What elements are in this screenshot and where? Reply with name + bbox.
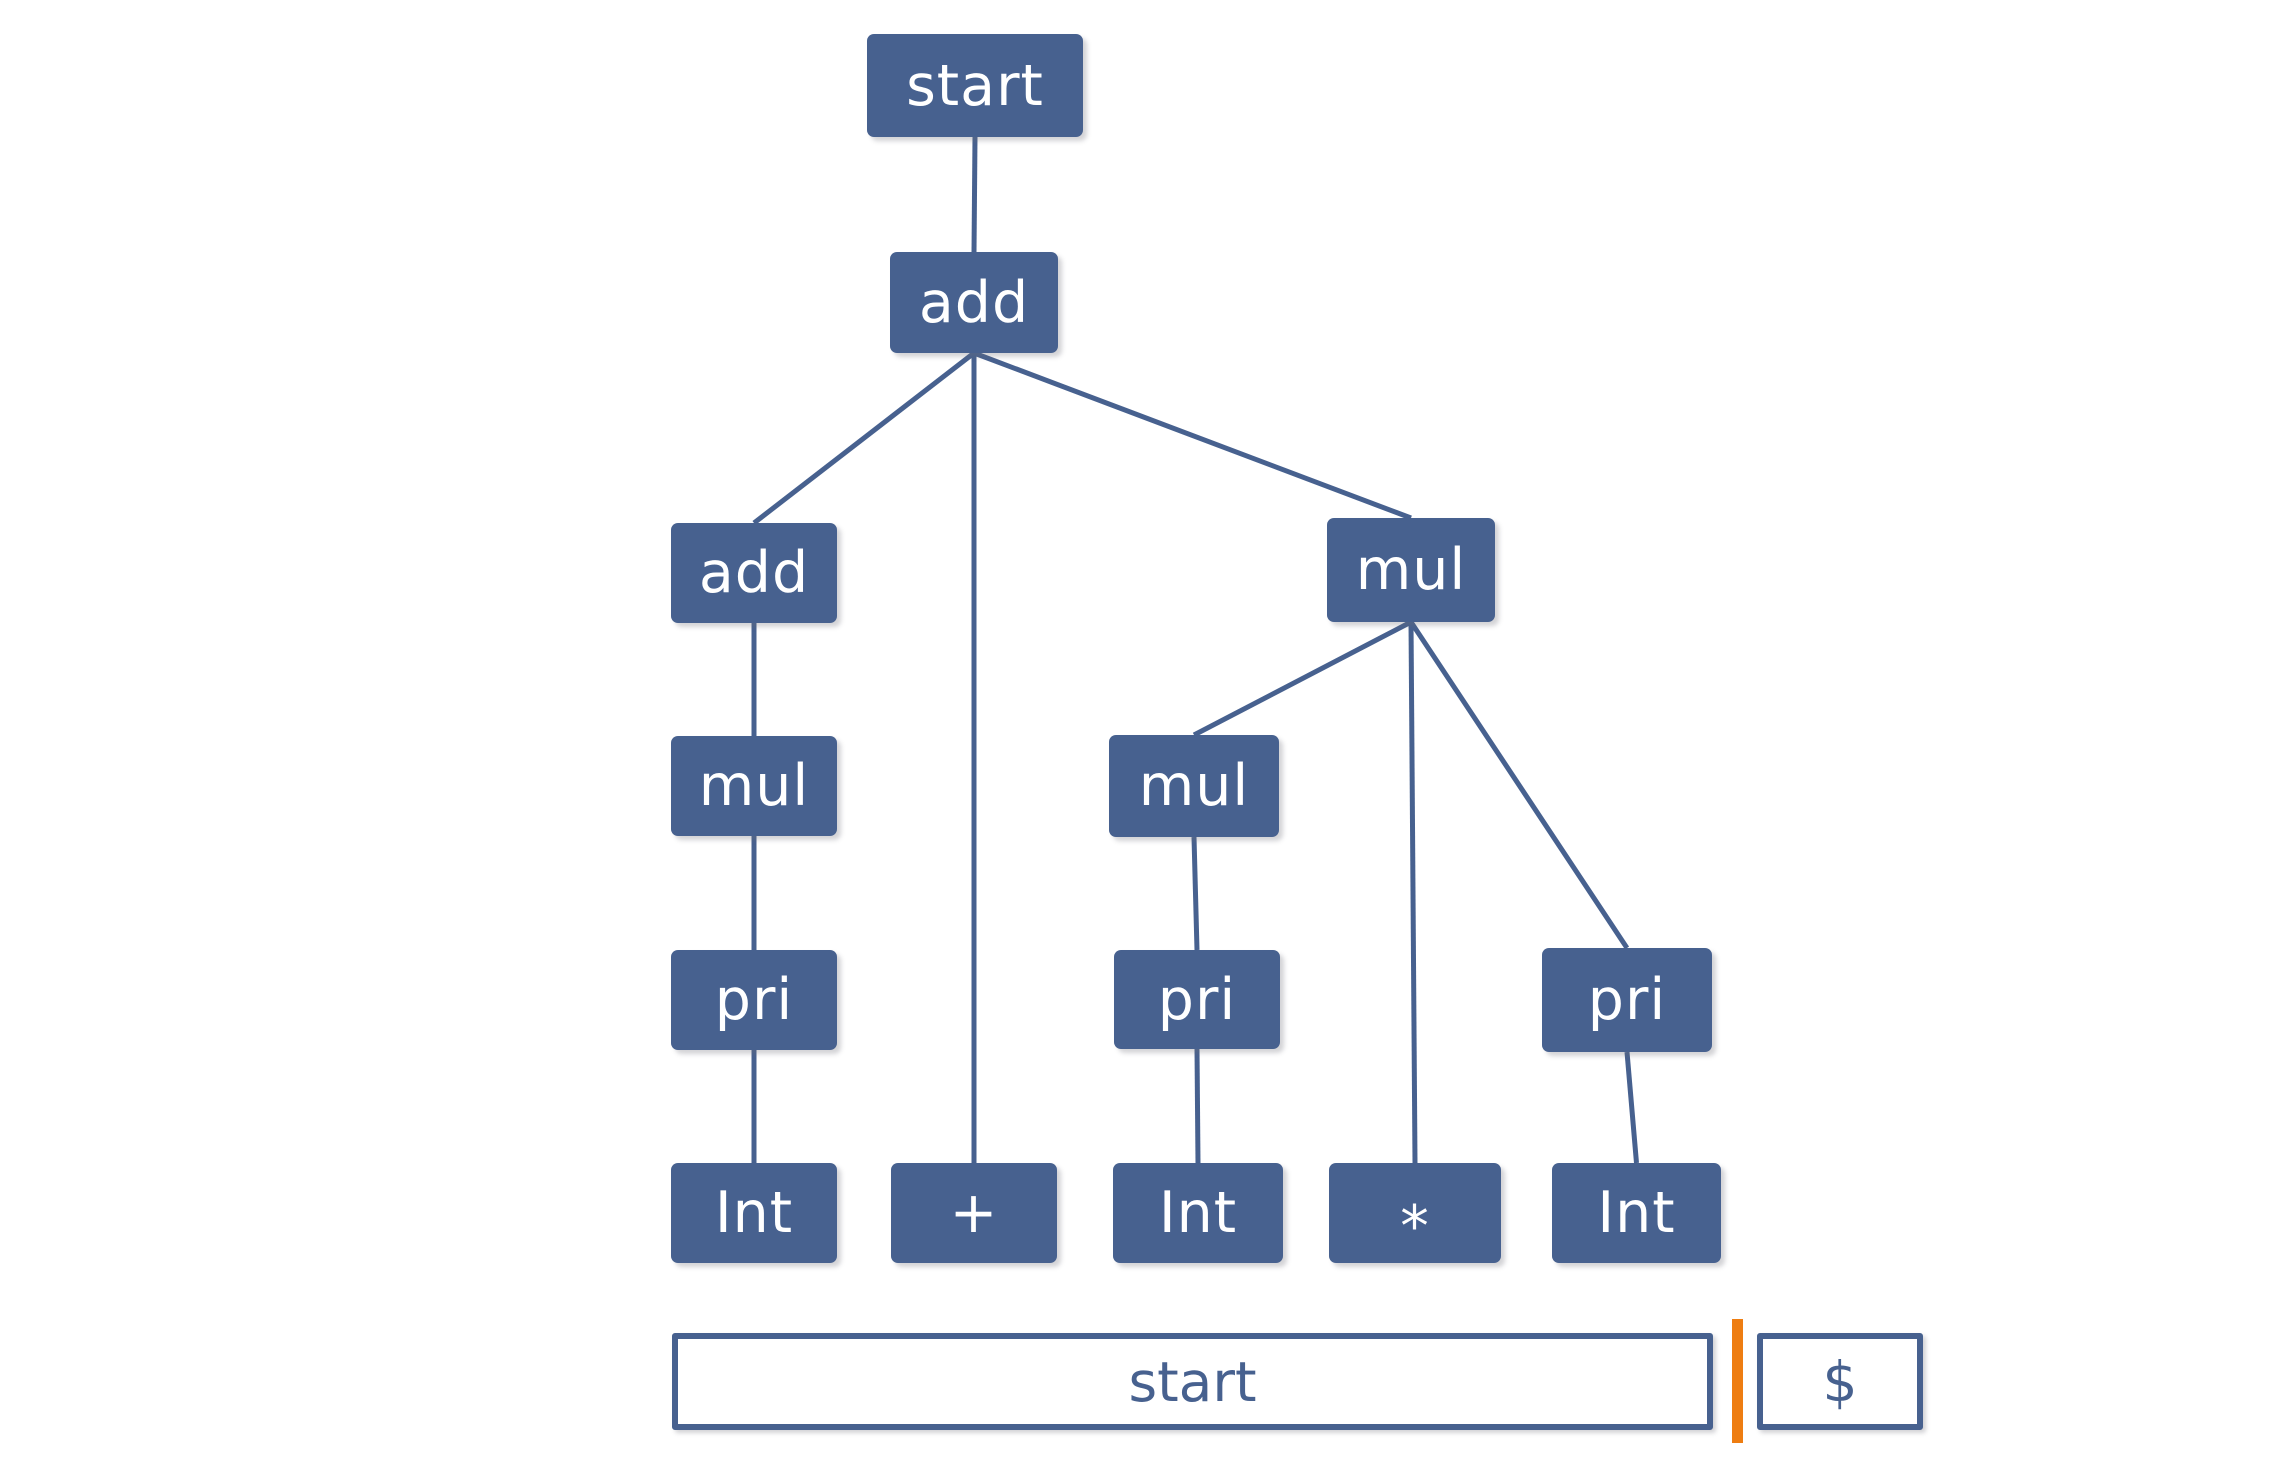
tree-node-pri-mid: pri	[1114, 950, 1280, 1049]
edge-add-root-mul-right	[973, 350, 1412, 521]
end-of-input-box: $	[1757, 1333, 1923, 1430]
input-token-label: start	[1128, 1349, 1257, 1414]
end-of-input-label: $	[1822, 1349, 1858, 1414]
tree-node-int-left: Int	[671, 1163, 837, 1263]
tree-node-label: *	[1400, 1194, 1430, 1260]
tree-node-label: mul	[698, 753, 810, 819]
tree-node-label: Int	[714, 1180, 794, 1246]
edge-mul-mid-pri-mid	[1191, 836, 1200, 951]
tree-node-add-root: add	[890, 252, 1058, 353]
tree-node-label: pri	[1587, 967, 1667, 1033]
tree-node-int-right: Int	[1552, 1163, 1721, 1263]
tree-node-mul-left: mul	[671, 736, 837, 836]
tree-node-label: pri	[1157, 966, 1237, 1033]
tree-node-label: Int	[1597, 1180, 1676, 1246]
edge-mul-right-mul-mid	[1192, 619, 1413, 738]
tree-node-label: pri	[714, 967, 794, 1033]
input-token-box: start	[672, 1333, 1713, 1430]
tree-node-mul-right: mul	[1327, 518, 1495, 622]
tree-node-add-left: add	[671, 523, 837, 623]
tree-node-start: start	[867, 34, 1083, 137]
tree-node-pri-right: pri	[1542, 948, 1712, 1052]
tree-node-label: add	[698, 540, 810, 606]
tree-node-mul-mid: mul	[1109, 735, 1279, 837]
tree-node-int-mid: Int	[1113, 1163, 1283, 1263]
tree-node-label: add	[918, 269, 1030, 336]
tree-node-label: mul	[1138, 753, 1250, 819]
edge-pri-right-int-right	[1624, 1051, 1639, 1164]
edge-mul-right-star	[1408, 621, 1418, 1164]
tree-node-star: *	[1329, 1163, 1501, 1263]
input-cursor-bar	[1732, 1319, 1743, 1443]
tree-node-label: Int	[1158, 1180, 1238, 1246]
tree-node-label: mul	[1355, 537, 1467, 603]
edge-start-add-root	[971, 136, 978, 253]
tree-node-label: +	[949, 1180, 999, 1246]
edge-add-root-add-left	[752, 351, 976, 525]
edge-pri-mid-int-mid	[1194, 1048, 1201, 1164]
edge-mul-right-pri-right	[1408, 620, 1630, 950]
tree-node-label: start	[906, 52, 1044, 119]
tree-node-plus: +	[891, 1163, 1057, 1263]
tree-node-pri-left: pri	[671, 950, 837, 1050]
